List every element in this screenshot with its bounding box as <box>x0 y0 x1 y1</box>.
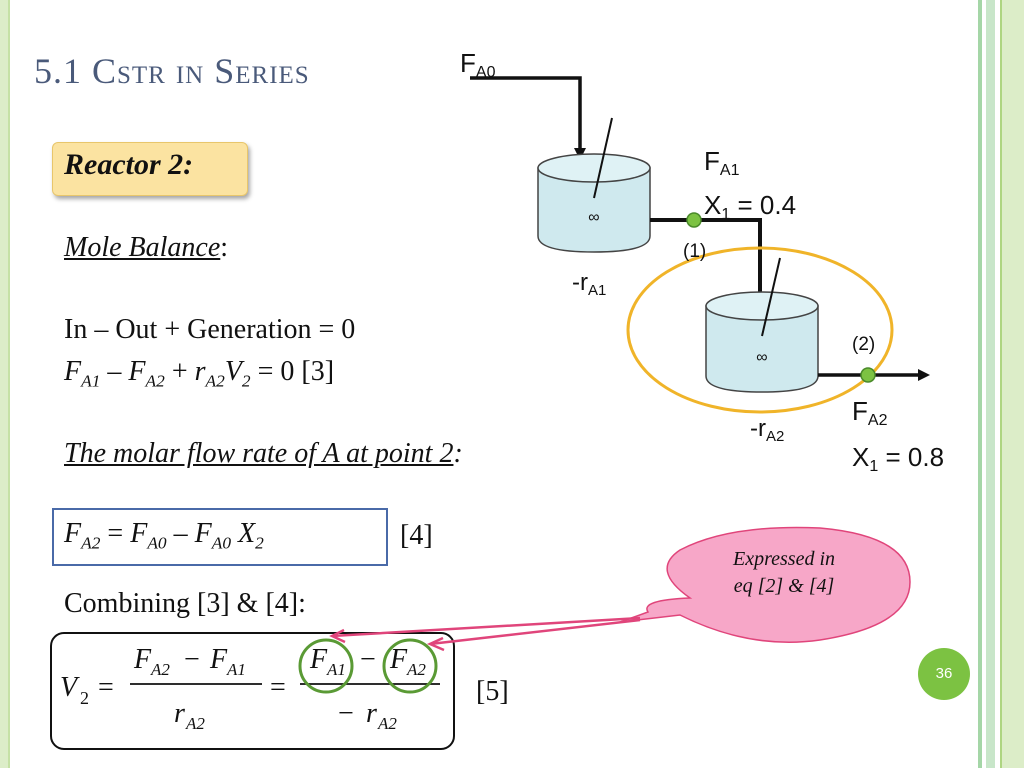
label-fa2: FA2 <box>852 396 888 429</box>
right-border-stripe <box>978 0 982 768</box>
tank-2: ∞ <box>705 257 819 393</box>
eq5-equals-1: = <box>98 672 114 703</box>
mole-balance-heading: Mole Balance: <box>64 232 228 264</box>
label-x1-top: X1 = 0.4 <box>704 190 796 223</box>
eq5-num2-sub1: A1 <box>326 660 346 679</box>
label-fa0: FA0 <box>460 48 496 81</box>
outlet-arrow <box>918 369 930 381</box>
right-border-stripe <box>986 0 995 768</box>
eq5-num2-f2: F <box>389 644 408 675</box>
eq5-num2-f1: F <box>309 644 328 675</box>
eq5-num1-f2: F <box>209 644 228 675</box>
reactor-label: Reactor 2: <box>64 148 194 181</box>
eq5-num1-sub1: A2 <box>150 660 170 679</box>
molar-flow-heading: The molar flow rate of A at point 2: <box>64 438 463 469</box>
label-ra2: -rA2 <box>750 415 784 445</box>
callout-bubble <box>619 526 911 643</box>
eq5-v: V <box>60 672 80 703</box>
equation-4-ref: [4] <box>400 520 433 551</box>
molar-flow-label: The molar flow rate of A at point 2 <box>64 438 454 469</box>
tank-1: ∞ <box>537 117 651 253</box>
eq5-num1-minus: − <box>184 644 200 675</box>
svg-text:∞: ∞ <box>588 209 599 226</box>
callout-line-2: eq [2] & [4] <box>734 575 835 597</box>
highlight-circle-fa1 <box>298 638 354 694</box>
eq5-v-sub: 2 <box>80 688 89 708</box>
right-border-stripe <box>1000 0 1024 768</box>
inlet-pipe <box>470 76 582 150</box>
eq5-num2-sub2: A2 <box>406 660 426 679</box>
eq5-den1-r: r <box>174 698 185 729</box>
label-point-2: (2) <box>852 334 875 355</box>
callout-arrows <box>329 616 641 652</box>
equation-5-ref: [5] <box>476 676 509 707</box>
mole-balance-label: Mole Balance <box>64 232 221 263</box>
label-point-1: (1) <box>683 241 706 262</box>
callout-line-1: Expressed in <box>732 548 835 570</box>
page-number: 36 <box>918 648 970 700</box>
eq5-den2-sub: A2 <box>377 714 397 733</box>
left-border-decoration <box>0 0 10 768</box>
equation-4-box <box>52 508 388 566</box>
equation-5: V 2 = F A2 − F A1 r A2 = F A1 − F A2 − r… <box>60 644 440 733</box>
reactor-2-highlight <box>626 246 894 414</box>
svg-text:∞: ∞ <box>756 349 767 366</box>
highlight-circle-fa2 <box>382 638 438 694</box>
eq5-den2-r: r <box>366 698 377 729</box>
equation-5-box <box>50 632 455 750</box>
combining-text: Combining [3] & [4]: <box>64 588 306 619</box>
point-1-marker <box>686 212 702 228</box>
colon: : <box>220 232 229 263</box>
eq5-den2-minus: − <box>338 698 354 729</box>
eq5-num1-sub2: A1 <box>226 660 246 679</box>
label-ra1: -rA1 <box>572 269 606 299</box>
eq5-den1-sub: A2 <box>185 714 205 733</box>
equation-3: FA1 – FA2 + rA2V2 = 0 [3] <box>64 356 335 391</box>
eq5-num1-f1: F <box>133 644 152 675</box>
label-x1-bottom: X1 = 0.8 <box>852 442 944 475</box>
slide-title: 5.1 Cstr in Series <box>34 51 310 91</box>
label-fa1: FA1 <box>704 146 740 179</box>
eq5-equals-2: = <box>270 672 286 703</box>
equation-3-ref: = 0 [3] <box>257 356 335 387</box>
reactor-diagram: ∞ ∞ FA0 FA1 X1 = 0.4 (1) -rA1 (2) -rA2 F… <box>460 48 944 475</box>
equation-4: FA2 = FA0 – FA0 X2 <box>64 518 264 553</box>
point-2-marker <box>860 367 876 383</box>
in-out-equation: In – Out + Generation = 0 <box>64 314 356 345</box>
eq5-num2-minus: − <box>360 644 376 675</box>
reactor-label-box <box>52 142 248 196</box>
